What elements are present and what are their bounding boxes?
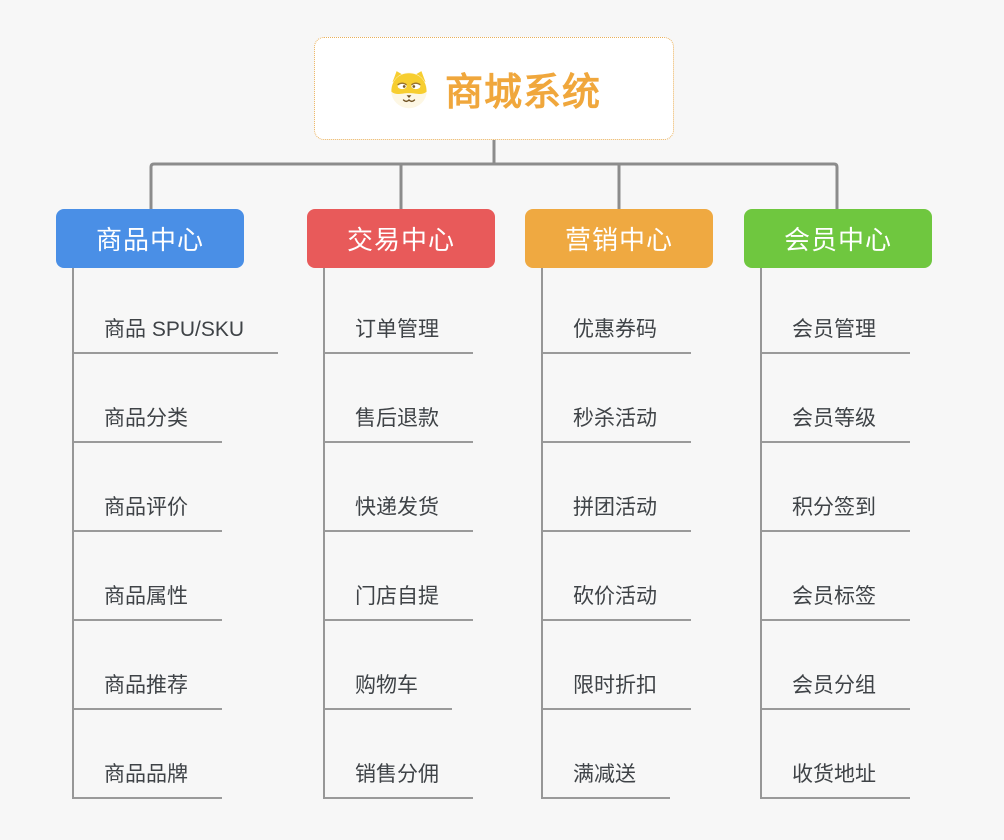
- leaf-node[interactable]: 订单管理: [325, 268, 473, 354]
- leaf-label: 售后退款: [325, 402, 473, 443]
- leaf-node[interactable]: 会员管理: [762, 268, 910, 354]
- leaf-node[interactable]: 满减送: [543, 710, 670, 799]
- leaf-label: 拼团活动: [543, 491, 691, 532]
- leaf-label: 限时折扣: [543, 669, 691, 710]
- leaf-node[interactable]: 优惠券码: [543, 268, 691, 354]
- leaf-label: 会员管理: [762, 313, 910, 354]
- leaf-node[interactable]: 商品推荐: [74, 621, 222, 710]
- branch-column-3: 营销中心优惠券码秒杀活动拼团活动砍价活动限时折扣满减送: [525, 209, 713, 799]
- leaf-node[interactable]: 收货地址: [762, 710, 910, 799]
- leaf-label: 砍价活动: [543, 580, 691, 621]
- branch-leaves: 订单管理售后退款快递发货门店自提购物车销售分佣: [323, 268, 473, 799]
- branch-column-1: 商品中心商品 SPU/SKU 商品分类商品评价商品属性商品推荐商品品牌: [56, 209, 279, 799]
- leaf-label: 收货地址: [762, 758, 910, 799]
- leaf-node[interactable]: 会员等级: [762, 354, 910, 443]
- leaf-label: 优惠券码: [543, 313, 691, 354]
- leaf-label: 购物车: [325, 669, 452, 710]
- leaf-node[interactable]: 会员标签: [762, 532, 910, 621]
- leaf-node[interactable]: 会员分组: [762, 621, 910, 710]
- doge-icon: [387, 67, 431, 111]
- branch-node[interactable]: 交易中心: [307, 209, 495, 268]
- leaf-node[interactable]: 购物车: [325, 621, 452, 710]
- branch-leaves: 商品 SPU/SKU 商品分类商品评价商品属性商品推荐商品品牌: [72, 268, 279, 799]
- leaf-node[interactable]: 销售分佣: [325, 710, 473, 799]
- leaf-label: 会员分组: [762, 669, 910, 710]
- leaf-label: 快递发货: [325, 491, 473, 532]
- leaf-label: 商品 SPU/SKU: [74, 313, 279, 354]
- leaf-node[interactable]: 商品分类: [74, 354, 222, 443]
- leaf-label: 会员标签: [762, 580, 910, 621]
- leaf-node[interactable]: 拼团活动: [543, 443, 691, 532]
- leaf-label: 商品属性: [74, 580, 222, 621]
- leaf-label: 积分签到: [762, 491, 910, 532]
- leaf-node[interactable]: 商品属性: [74, 532, 222, 621]
- leaf-label: 会员等级: [762, 402, 910, 443]
- root-node[interactable]: 商城系统: [314, 37, 674, 140]
- leaf-node[interactable]: 商品评价: [74, 443, 222, 532]
- branch-node[interactable]: 商品中心: [56, 209, 244, 268]
- branch-leaves: 优惠券码秒杀活动拼团活动砍价活动限时折扣满减送: [541, 268, 691, 799]
- leaf-node[interactable]: 商品品牌: [74, 710, 222, 799]
- leaf-node[interactable]: 秒杀活动: [543, 354, 691, 443]
- leaf-node[interactable]: 售后退款: [325, 354, 473, 443]
- leaf-node[interactable]: 商品 SPU/SKU: [74, 268, 279, 354]
- leaf-label: 商品品牌: [74, 758, 222, 799]
- leaf-label: 销售分佣: [325, 758, 473, 799]
- leaf-label: 订单管理: [325, 313, 473, 354]
- leaf-label: 秒杀活动: [543, 402, 691, 443]
- root-title: 商城系统: [444, 72, 601, 114]
- leaf-label: 商品分类: [74, 402, 222, 443]
- branch-leaves: 会员管理会员等级积分签到会员标签会员分组收货地址: [760, 268, 910, 799]
- branch-node[interactable]: 营销中心: [525, 209, 713, 268]
- leaf-node[interactable]: 快递发货: [325, 443, 473, 532]
- leaf-node[interactable]: 限时折扣: [543, 621, 691, 710]
- branch-column-2: 交易中心订单管理售后退款快递发货门店自提购物车销售分佣: [307, 209, 495, 799]
- leaf-node[interactable]: 砍价活动: [543, 532, 691, 621]
- leaf-label: 商品推荐: [74, 669, 222, 710]
- leaf-node[interactable]: 积分签到: [762, 443, 910, 532]
- leaf-label: 商品评价: [74, 491, 222, 532]
- leaf-label: 门店自提: [325, 580, 473, 621]
- leaf-node[interactable]: 门店自提: [325, 532, 473, 621]
- branch-node[interactable]: 会员中心: [744, 209, 932, 268]
- leaf-label: 满减送: [543, 758, 670, 799]
- branch-column-4: 会员中心会员管理会员等级积分签到会员标签会员分组收货地址: [744, 209, 932, 799]
